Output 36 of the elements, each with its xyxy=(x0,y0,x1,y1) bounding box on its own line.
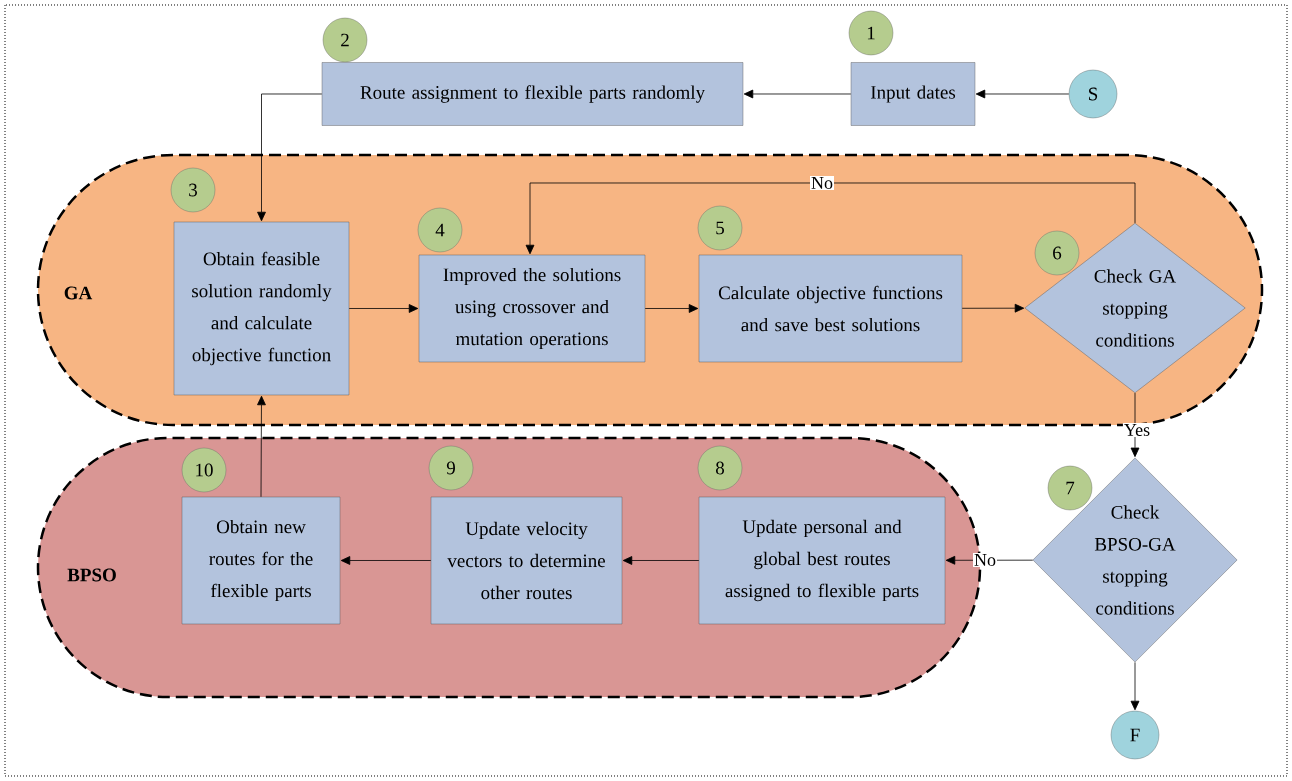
band-label: BPSO xyxy=(67,568,116,582)
step-number: 3 xyxy=(170,167,216,213)
step-number: 2 xyxy=(322,17,368,63)
process-box: Obtain new routes for the flexible parts xyxy=(181,496,341,625)
step-number: 6 xyxy=(1034,230,1080,276)
band-label: GA xyxy=(64,286,93,300)
edge-label: No xyxy=(973,553,997,567)
arrow xyxy=(348,304,419,313)
process-box: Calculate objective functions and save best solutions xyxy=(698,254,963,363)
arrow xyxy=(1130,392,1140,458)
arrow xyxy=(975,89,1070,99)
step-number: 5 xyxy=(697,205,743,251)
arrow xyxy=(1130,662,1140,711)
arrow xyxy=(257,93,323,222)
edge-label: Yes xyxy=(1122,423,1152,437)
step-number: 1 xyxy=(848,10,894,56)
step-number: 4 xyxy=(417,207,463,253)
process-box: Route assignment to flexible parts randomly xyxy=(321,62,744,126)
process-box: Update velocity vectors to determine other routes xyxy=(430,496,623,625)
step-number: 8 xyxy=(697,445,743,491)
arrow xyxy=(525,182,1136,255)
process-box: Update personal and global best routes assigned to flexible parts xyxy=(698,496,946,625)
step-number: 10 xyxy=(181,447,227,493)
arrow xyxy=(644,304,699,313)
arrow xyxy=(257,395,266,498)
process-box: Obtain feasible solution randomly and calculate objective function xyxy=(173,221,350,396)
edge-label: No xyxy=(810,176,834,190)
process-box: Input dates xyxy=(850,62,976,126)
arrow xyxy=(622,556,700,565)
step-number: 9 xyxy=(428,445,474,491)
arrow xyxy=(945,555,1034,565)
arrow xyxy=(743,89,852,99)
arrow xyxy=(961,303,1025,313)
process-box: Improved the solutions using crossover and mutation operations xyxy=(418,254,646,363)
arrow xyxy=(340,556,432,565)
step-number: 7 xyxy=(1047,465,1093,511)
